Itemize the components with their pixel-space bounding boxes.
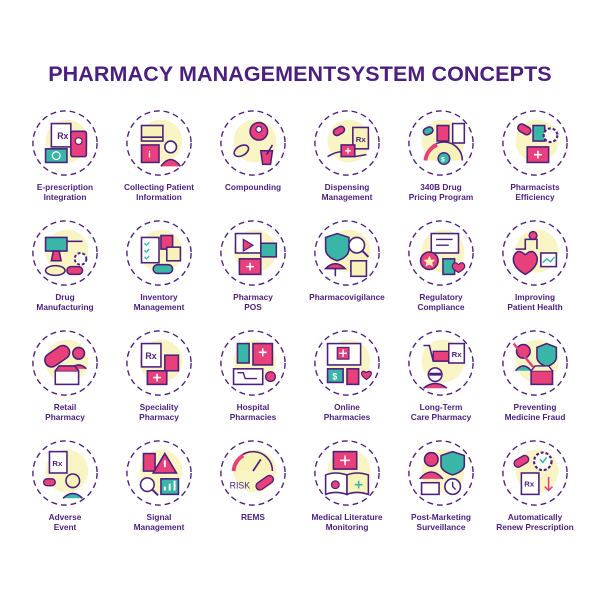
concept-grid: Rx E-prescription Integration i Collecti… bbox=[18, 108, 582, 548]
concept-label: Pharmacovigilance bbox=[309, 292, 385, 302]
inventory-icon bbox=[124, 218, 194, 288]
concept-item: Pharmacists Efficiency bbox=[488, 108, 582, 218]
concept-label: Improving Patient Health bbox=[507, 292, 563, 312]
long-term-care-icon: Rx bbox=[406, 328, 476, 398]
concept-label: Pharmacists Efficiency bbox=[510, 182, 560, 202]
concept-label: Automatically Renew Prescription bbox=[496, 512, 574, 532]
concept-label: Compounding bbox=[224, 182, 282, 192]
compounding-icon bbox=[218, 108, 288, 178]
concept-item: Hospital Pharmacies bbox=[206, 328, 300, 438]
concept-item: RISK REMS bbox=[206, 438, 300, 548]
hospital-pharmacy-icon bbox=[218, 328, 288, 398]
literature-icon bbox=[312, 438, 382, 508]
speciality-pharmacy-icon: Rx bbox=[124, 328, 194, 398]
concept-item: Preventing Medicine Fraud bbox=[488, 328, 582, 438]
drug-manufacturing-icon bbox=[30, 218, 100, 288]
retail-pharmacy-icon bbox=[30, 328, 100, 398]
concept-item: Pharmacovigilance bbox=[300, 218, 394, 328]
concept-item: Rx E-prescription Integration bbox=[18, 108, 112, 218]
concept-item: Rx Long-Term Care Pharmacy bbox=[394, 328, 488, 438]
concept-item: Compounding bbox=[206, 108, 300, 218]
svg-text:i: i bbox=[148, 150, 150, 160]
svg-text:Rx: Rx bbox=[52, 459, 63, 468]
regulatory-icon bbox=[406, 218, 476, 288]
concept-label: Speciality Pharmacy bbox=[139, 402, 179, 422]
renew-prescription-icon: Rx bbox=[500, 438, 570, 508]
concept-label: Retail Pharmacy bbox=[45, 402, 85, 422]
pharmacovigilance-icon bbox=[312, 218, 382, 288]
concept-label: Long-Term Care Pharmacy bbox=[410, 402, 472, 422]
concept-item: Improving Patient Health bbox=[488, 218, 582, 328]
concept-label: Medical Literature Monitoring bbox=[311, 512, 383, 532]
concept-item: Post-Marketing Surveillance bbox=[394, 438, 488, 548]
concept-label: 340B Drug Pricing Program bbox=[408, 182, 474, 202]
concept-label: Inventory Management bbox=[133, 292, 185, 312]
concept-item: Rx Automatically Renew Prescription bbox=[488, 438, 582, 548]
svg-text:Rx: Rx bbox=[452, 350, 463, 359]
concept-label: Hospital Pharmacies bbox=[229, 402, 277, 422]
concept-item: Signal Management bbox=[112, 438, 206, 548]
concept-item: i Collecting Patient Information bbox=[112, 108, 206, 218]
concept-label: E-prescription Integration bbox=[36, 182, 94, 202]
fraud-prevention-icon bbox=[500, 328, 570, 398]
e-prescription-icon: Rx bbox=[30, 108, 100, 178]
concept-item: Medical Literature Monitoring bbox=[300, 438, 394, 548]
concept-label: Adverse Event bbox=[48, 512, 82, 532]
concept-label: Preventing Medicine Fraud bbox=[504, 402, 566, 422]
patient-health-icon bbox=[500, 218, 570, 288]
concept-item: Drug Manufacturing bbox=[18, 218, 112, 328]
dispensing-icon: Rx bbox=[312, 108, 382, 178]
pharmacy-pos-icon bbox=[218, 218, 288, 288]
pharmacist-efficiency-icon bbox=[500, 108, 570, 178]
signal-management-icon bbox=[124, 438, 194, 508]
concept-label: REMS bbox=[241, 512, 265, 522]
svg-text:RISK: RISK bbox=[230, 481, 251, 491]
adverse-event-icon: Rx bbox=[30, 438, 100, 508]
svg-text:Rx: Rx bbox=[356, 135, 367, 144]
concept-item: $ Online Pharmacies bbox=[300, 328, 394, 438]
concept-item: Retail Pharmacy bbox=[18, 328, 112, 438]
concept-label: Post-Marketing Surveillance bbox=[411, 512, 471, 532]
surveillance-icon bbox=[406, 438, 476, 508]
concept-item: Pharmacy POS bbox=[206, 218, 300, 328]
page-title: PHARMACY MANAGEMENTSYSTEM CONCEPTS bbox=[48, 62, 552, 86]
patient-info-icon: i bbox=[124, 108, 194, 178]
svg-text:Rx: Rx bbox=[524, 480, 535, 489]
concept-label: Regulatory Compliance bbox=[417, 292, 465, 312]
concept-label: Collecting Patient Information bbox=[123, 182, 195, 202]
concept-item: Inventory Management bbox=[112, 218, 206, 328]
concept-item: Rx Adverse Event bbox=[18, 438, 112, 548]
concept-item: $340B Drug Pricing Program bbox=[394, 108, 488, 218]
online-pharmacy-icon: $ bbox=[312, 328, 382, 398]
concept-item: Regulatory Compliance bbox=[394, 218, 488, 328]
concept-label: Pharmacy POS bbox=[233, 292, 273, 312]
concept-item: Rx Speciality Pharmacy bbox=[112, 328, 206, 438]
concept-item: Rx Dispensing Management bbox=[300, 108, 394, 218]
concept-label: Drug Manufacturing bbox=[36, 292, 94, 312]
svg-text:Rx: Rx bbox=[145, 351, 156, 361]
concept-label: Online Pharmacies bbox=[323, 402, 371, 422]
drug-pricing-icon: $ bbox=[406, 108, 476, 178]
concept-label: Signal Management bbox=[133, 512, 185, 532]
concept-label: Dispensing Management bbox=[321, 182, 373, 202]
svg-text:$: $ bbox=[441, 156, 445, 163]
svg-text:Rx: Rx bbox=[57, 131, 68, 141]
rems-icon: RISK bbox=[218, 438, 288, 508]
svg-text:$: $ bbox=[332, 372, 337, 382]
